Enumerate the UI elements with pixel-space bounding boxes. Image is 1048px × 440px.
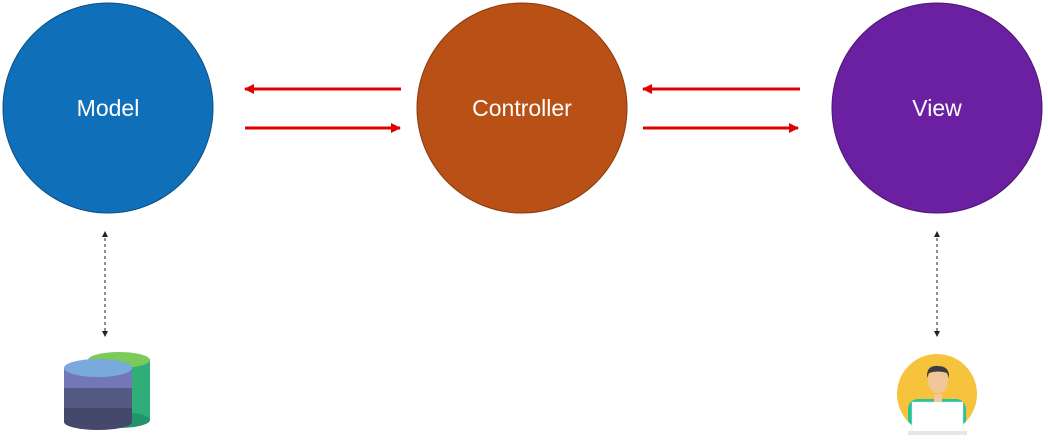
controller-label: Controller xyxy=(472,95,572,121)
user-at-laptop-icon xyxy=(897,354,977,435)
view-label: View xyxy=(912,95,962,121)
model-node: Model xyxy=(2,2,214,214)
view-node: View xyxy=(831,2,1043,214)
model-label: Model xyxy=(77,95,140,121)
controller-node: Controller xyxy=(416,2,628,214)
database-icon xyxy=(64,352,150,430)
